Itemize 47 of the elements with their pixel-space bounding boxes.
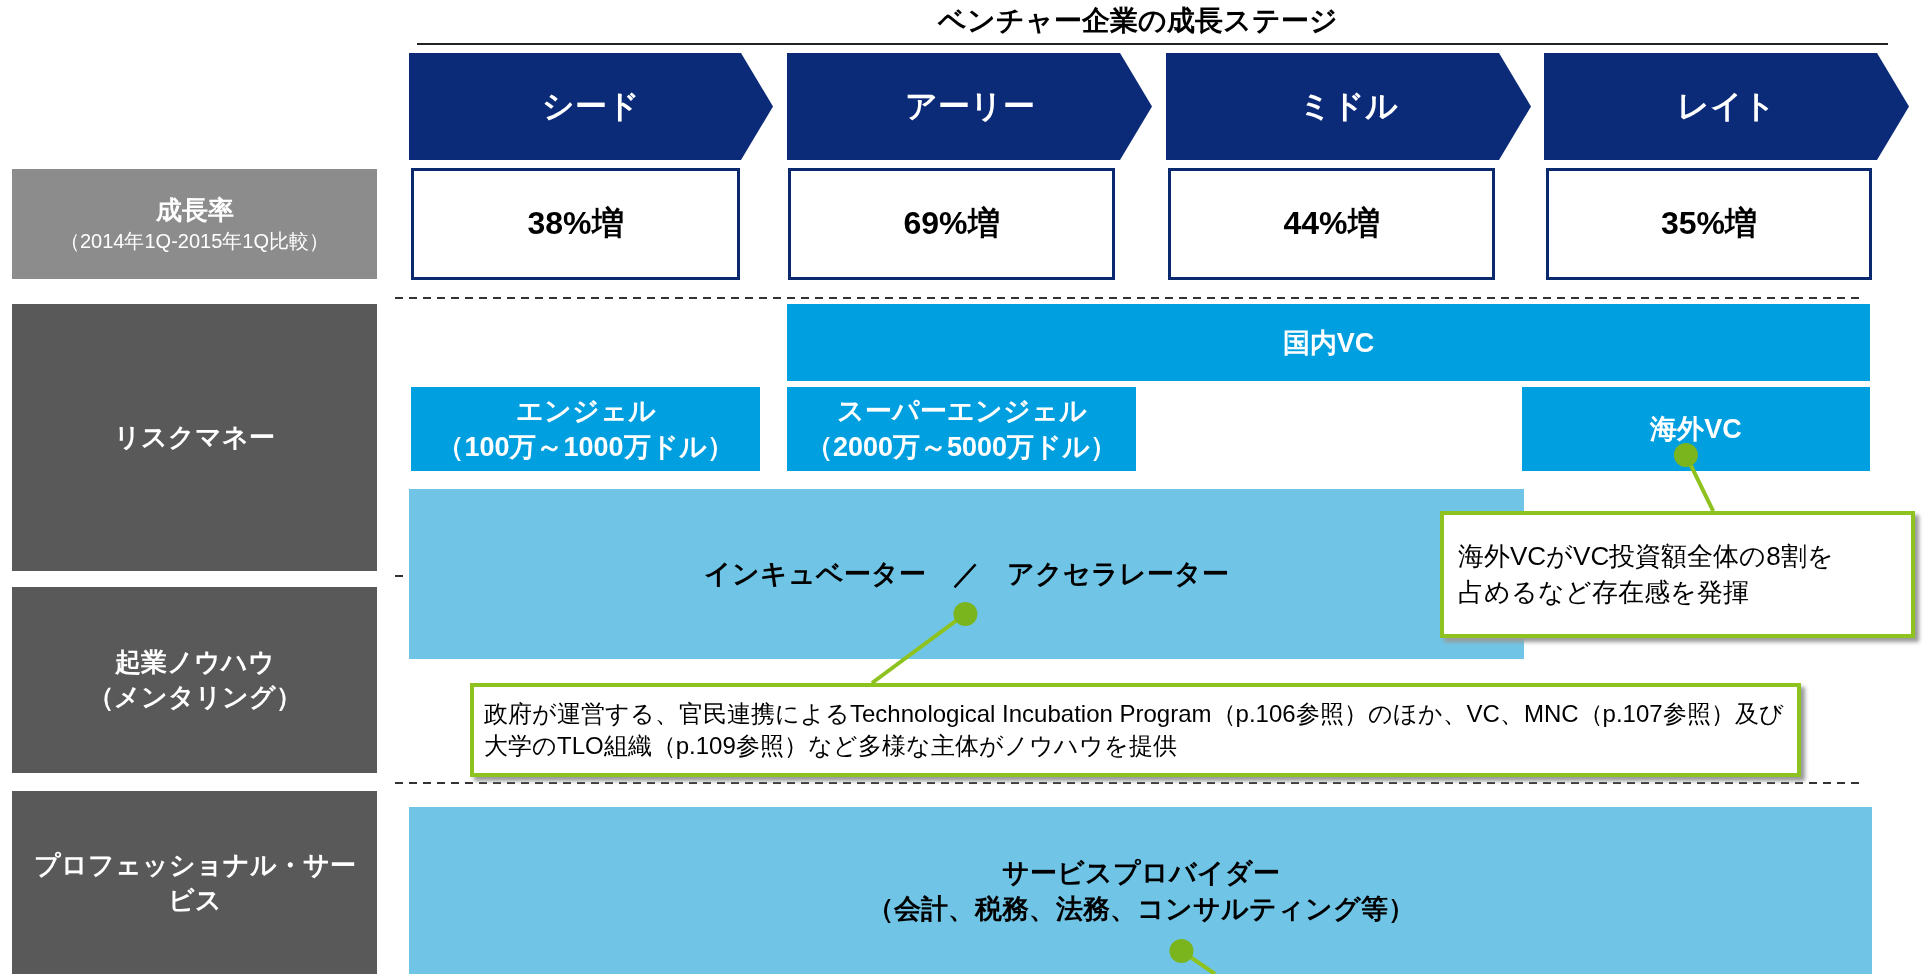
stage-header [1544,53,1909,160]
stage-header [787,53,1152,160]
callout-box [1440,511,1915,638]
investor-bar [787,387,1136,471]
leader-line [1169,938,1217,974]
growth-rate-box [1168,168,1495,280]
node-sublabel: （2000万～5000万ドル） [805,431,1118,464]
title: ベンチャー企業の成長ステージ [938,4,1338,38]
node-label: 44%増 [1283,204,1380,243]
node-label: スーパーエンジェル [836,395,1087,428]
growth-rate-box [1546,168,1872,280]
node-label: リスクマネー [114,421,275,454]
node-label: 35%増 [1660,204,1757,243]
node-label: アーリー [904,86,1035,126]
node-sublabel: （会計、税務、法務、コンサルティング等） [866,892,1415,926]
node-label: 国内VC [1282,326,1375,360]
callout-text: 海外VCがVC投資額全体の8割を占めるなど存在感を発揮 [1458,540,1835,609]
node-label: レイト [1677,86,1776,126]
support-bar [409,807,1872,974]
growth-rate-box [788,168,1115,280]
node-sublabel: （100万～1000万ドル） [437,431,734,464]
node-label: インキュベーター ／ アクセラレーター [704,558,1229,591]
node-label: 海外VC [1650,413,1742,446]
growth-rate-box [411,168,740,280]
row-header [12,304,377,571]
node-label: ミドル [1299,86,1398,126]
node-label: 69%増 [903,204,1000,243]
investor-bar [1522,387,1870,471]
leader-line [1673,443,1715,512]
callout-box [470,683,1801,777]
investor-bar [787,304,1870,381]
row-header [12,587,377,773]
node-label: シード [542,86,640,126]
node-label: エンジェル [515,395,656,428]
investor-bar [411,387,760,471]
node-label: 成長率 [155,194,234,227]
row-header [12,791,377,974]
node-label: 38%増 [527,204,624,243]
node-label: プロフェッショナル・サービス [32,848,357,917]
node-sublabel: （2014年1Q-2015年1Q比較） [60,229,329,254]
callout-text: 政府が運営する、官民連携によるTechnological Incubation Program（p.106参照）のほか、VC、MNC（p.107参照）及び大学のTLO組織（p.109参照）など多様な主体がノウハウを提供 [484,698,1785,761]
node-label: 起業ノウハウ [114,646,275,679]
stage-header [409,53,773,160]
node-label: サービスプロバイダー [1001,856,1280,890]
row-header [12,169,377,279]
stage-header [1166,53,1531,160]
node-sublabel: （メンタリング） [87,681,302,714]
